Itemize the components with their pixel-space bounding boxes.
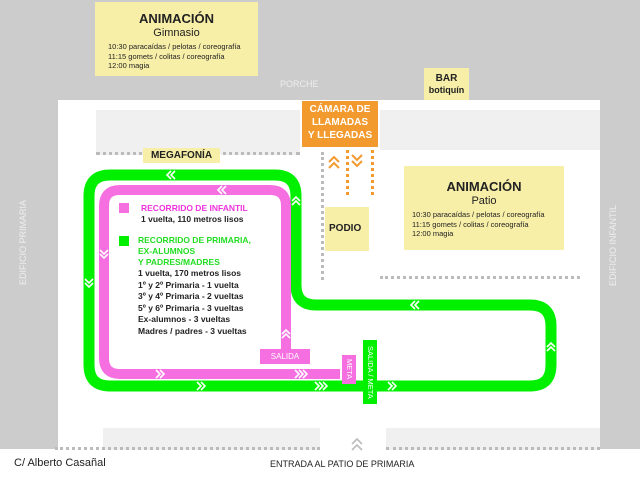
footer-street-area bbox=[0, 449, 640, 481]
legend-detail-line: Ex-alumnos - 3 vueltas bbox=[138, 314, 231, 324]
chevron-right-icon bbox=[196, 381, 207, 391]
podio-box: PODIO bbox=[325, 207, 369, 251]
legend-infantil-title: RECORRIDO DE INFANTIL bbox=[141, 203, 248, 213]
entrance-chevron bbox=[351, 437, 363, 451]
legend-primaria-title-line: EX-ALUMNOS bbox=[138, 246, 196, 256]
legend-detail-line: Madres / padres - 3 vueltas bbox=[138, 325, 247, 336]
legend-primaria-swatch bbox=[119, 236, 129, 246]
street-dotted-line-right bbox=[386, 447, 600, 450]
schedule-item: 10:30 paracaídas / pelotas / coreografía bbox=[108, 42, 241, 51]
porche-area-left bbox=[96, 110, 300, 155]
chevron-right-icon bbox=[294, 369, 309, 379]
chevron-up-icon bbox=[328, 155, 340, 169]
podio-label: PODIO bbox=[329, 223, 362, 234]
legend-primaria-title-line: Y PADRES/MADRES bbox=[138, 257, 220, 267]
podio-dotted-line bbox=[321, 152, 324, 280]
animacion-gimnasio-place: Gimnasio bbox=[153, 27, 200, 39]
camara-line: LLAMADAS bbox=[311, 117, 369, 128]
bottom-area-right bbox=[386, 428, 600, 450]
chevron-up-icon bbox=[291, 195, 301, 206]
schedule-item: 12:00 magia bbox=[108, 61, 150, 70]
camara-dotted-line-2 bbox=[371, 150, 374, 195]
legend-infantil-detail: 1 vuelta, 110 metros lisos bbox=[141, 214, 244, 224]
camara-llamadas-box: CÁMARA DE LLAMADAS Y LLEGADAS bbox=[302, 101, 378, 147]
legend-infantil-swatch bbox=[119, 203, 129, 213]
animacion-patio-place: Patio bbox=[471, 195, 497, 207]
camara-line: Y LLEGADAS bbox=[307, 130, 373, 141]
porche-label: PORCHE bbox=[280, 79, 319, 89]
camara-line: CÁMARA DE bbox=[309, 104, 371, 115]
schedule-item: 11:15 gomets / colitas / coreografía bbox=[108, 51, 225, 61]
direction-chevrons bbox=[84, 170, 556, 391]
patio-dotted-line bbox=[380, 276, 580, 279]
legend-detail-line: 3º y 4º Primaria - 2 vueltas bbox=[138, 291, 244, 301]
schedule-item: 10:30 paracaídas / pelotas / coreografía bbox=[412, 210, 545, 219]
animacion-patio-box: ANIMACIÓN Patio 10:30 paracaídas / pelot… bbox=[404, 166, 564, 250]
street-dotted-line-left bbox=[55, 447, 320, 450]
megafonia-label: MEGAFONÍA bbox=[143, 148, 220, 163]
chevron-left-icon bbox=[187, 300, 198, 310]
meta-marker: META bbox=[342, 355, 356, 384]
entrance-label: ENTRADA AL PATIO DE PRIMARIA bbox=[270, 459, 415, 469]
schedule-item: 11:15 gomets / colitas / coreografía bbox=[412, 219, 529, 229]
chevron-up-icon bbox=[546, 341, 556, 352]
building-primaria-label: EDIFICIO PRIMARIA bbox=[18, 200, 28, 286]
chevron-right-icon bbox=[387, 381, 398, 391]
camara-chevrons bbox=[328, 154, 363, 169]
building-left-primaria bbox=[0, 100, 58, 450]
salida-marker: SALIDA bbox=[260, 349, 310, 364]
building-right-infantil bbox=[600, 100, 640, 450]
chevron-down-icon bbox=[84, 278, 94, 289]
bar-box: BAR botiquín bbox=[424, 68, 469, 100]
chevron-right-icon bbox=[155, 369, 166, 379]
animacion-gimnasio-box: ANIMACIÓN Gimnasio 10:30 paracaídas / pe… bbox=[95, 2, 258, 76]
legend-detail-line: 1 vuelta, 170 metros lisos bbox=[138, 268, 241, 278]
building-infantil-label: EDIFICIO INFANTIL bbox=[608, 205, 618, 287]
legend-primaria-details: 1 vuelta, 170 metros lisos 1º y 2º Prima… bbox=[138, 268, 247, 337]
bottom-area-left bbox=[103, 428, 320, 450]
legend-primaria-title: RECORRIDO DE PRIMARIA, EX-ALUMNOS Y PADR… bbox=[138, 235, 251, 268]
chevron-down-icon bbox=[99, 249, 109, 260]
animacion-patio-title: ANIMACIÓN bbox=[446, 179, 522, 194]
salida-meta-marker: SALIDA / META bbox=[363, 340, 377, 404]
legend-primaria-title-line: RECORRIDO DE PRIMARIA, bbox=[138, 235, 251, 245]
chevron-left-icon bbox=[165, 170, 176, 180]
camara-dotted-line-1 bbox=[346, 150, 349, 195]
schedule-item: 12:00 magia bbox=[412, 229, 454, 238]
street-name: C/ Alberto Casañal bbox=[14, 457, 106, 469]
animacion-gimnasio-title: ANIMACIÓN bbox=[138, 11, 215, 26]
chevron-left-icon bbox=[216, 185, 227, 195]
animacion-gimnasio-schedule: 10:30 paracaídas / pelotas / coreografía… bbox=[95, 42, 258, 71]
chevron-right-icon bbox=[314, 381, 329, 391]
infantil-track bbox=[99, 185, 340, 379]
legend-detail-line: 1º y 2º Primaria - 1 vuelta bbox=[138, 279, 239, 290]
chevron-left-icon bbox=[409, 300, 420, 310]
porche-area-right bbox=[380, 110, 600, 150]
legend-detail-line: 5º y 6º Primaria - 3 vueltas bbox=[138, 302, 244, 313]
bar-title: BAR bbox=[435, 73, 458, 84]
chevron-up-icon bbox=[351, 437, 363, 451]
bar-subtitle: botiquín bbox=[428, 85, 465, 95]
animacion-patio-schedule: 10:30 paracaídas / pelotas / coreografía… bbox=[404, 210, 564, 239]
chevron-up-icon bbox=[281, 328, 291, 339]
chevron-down-icon bbox=[351, 154, 363, 168]
